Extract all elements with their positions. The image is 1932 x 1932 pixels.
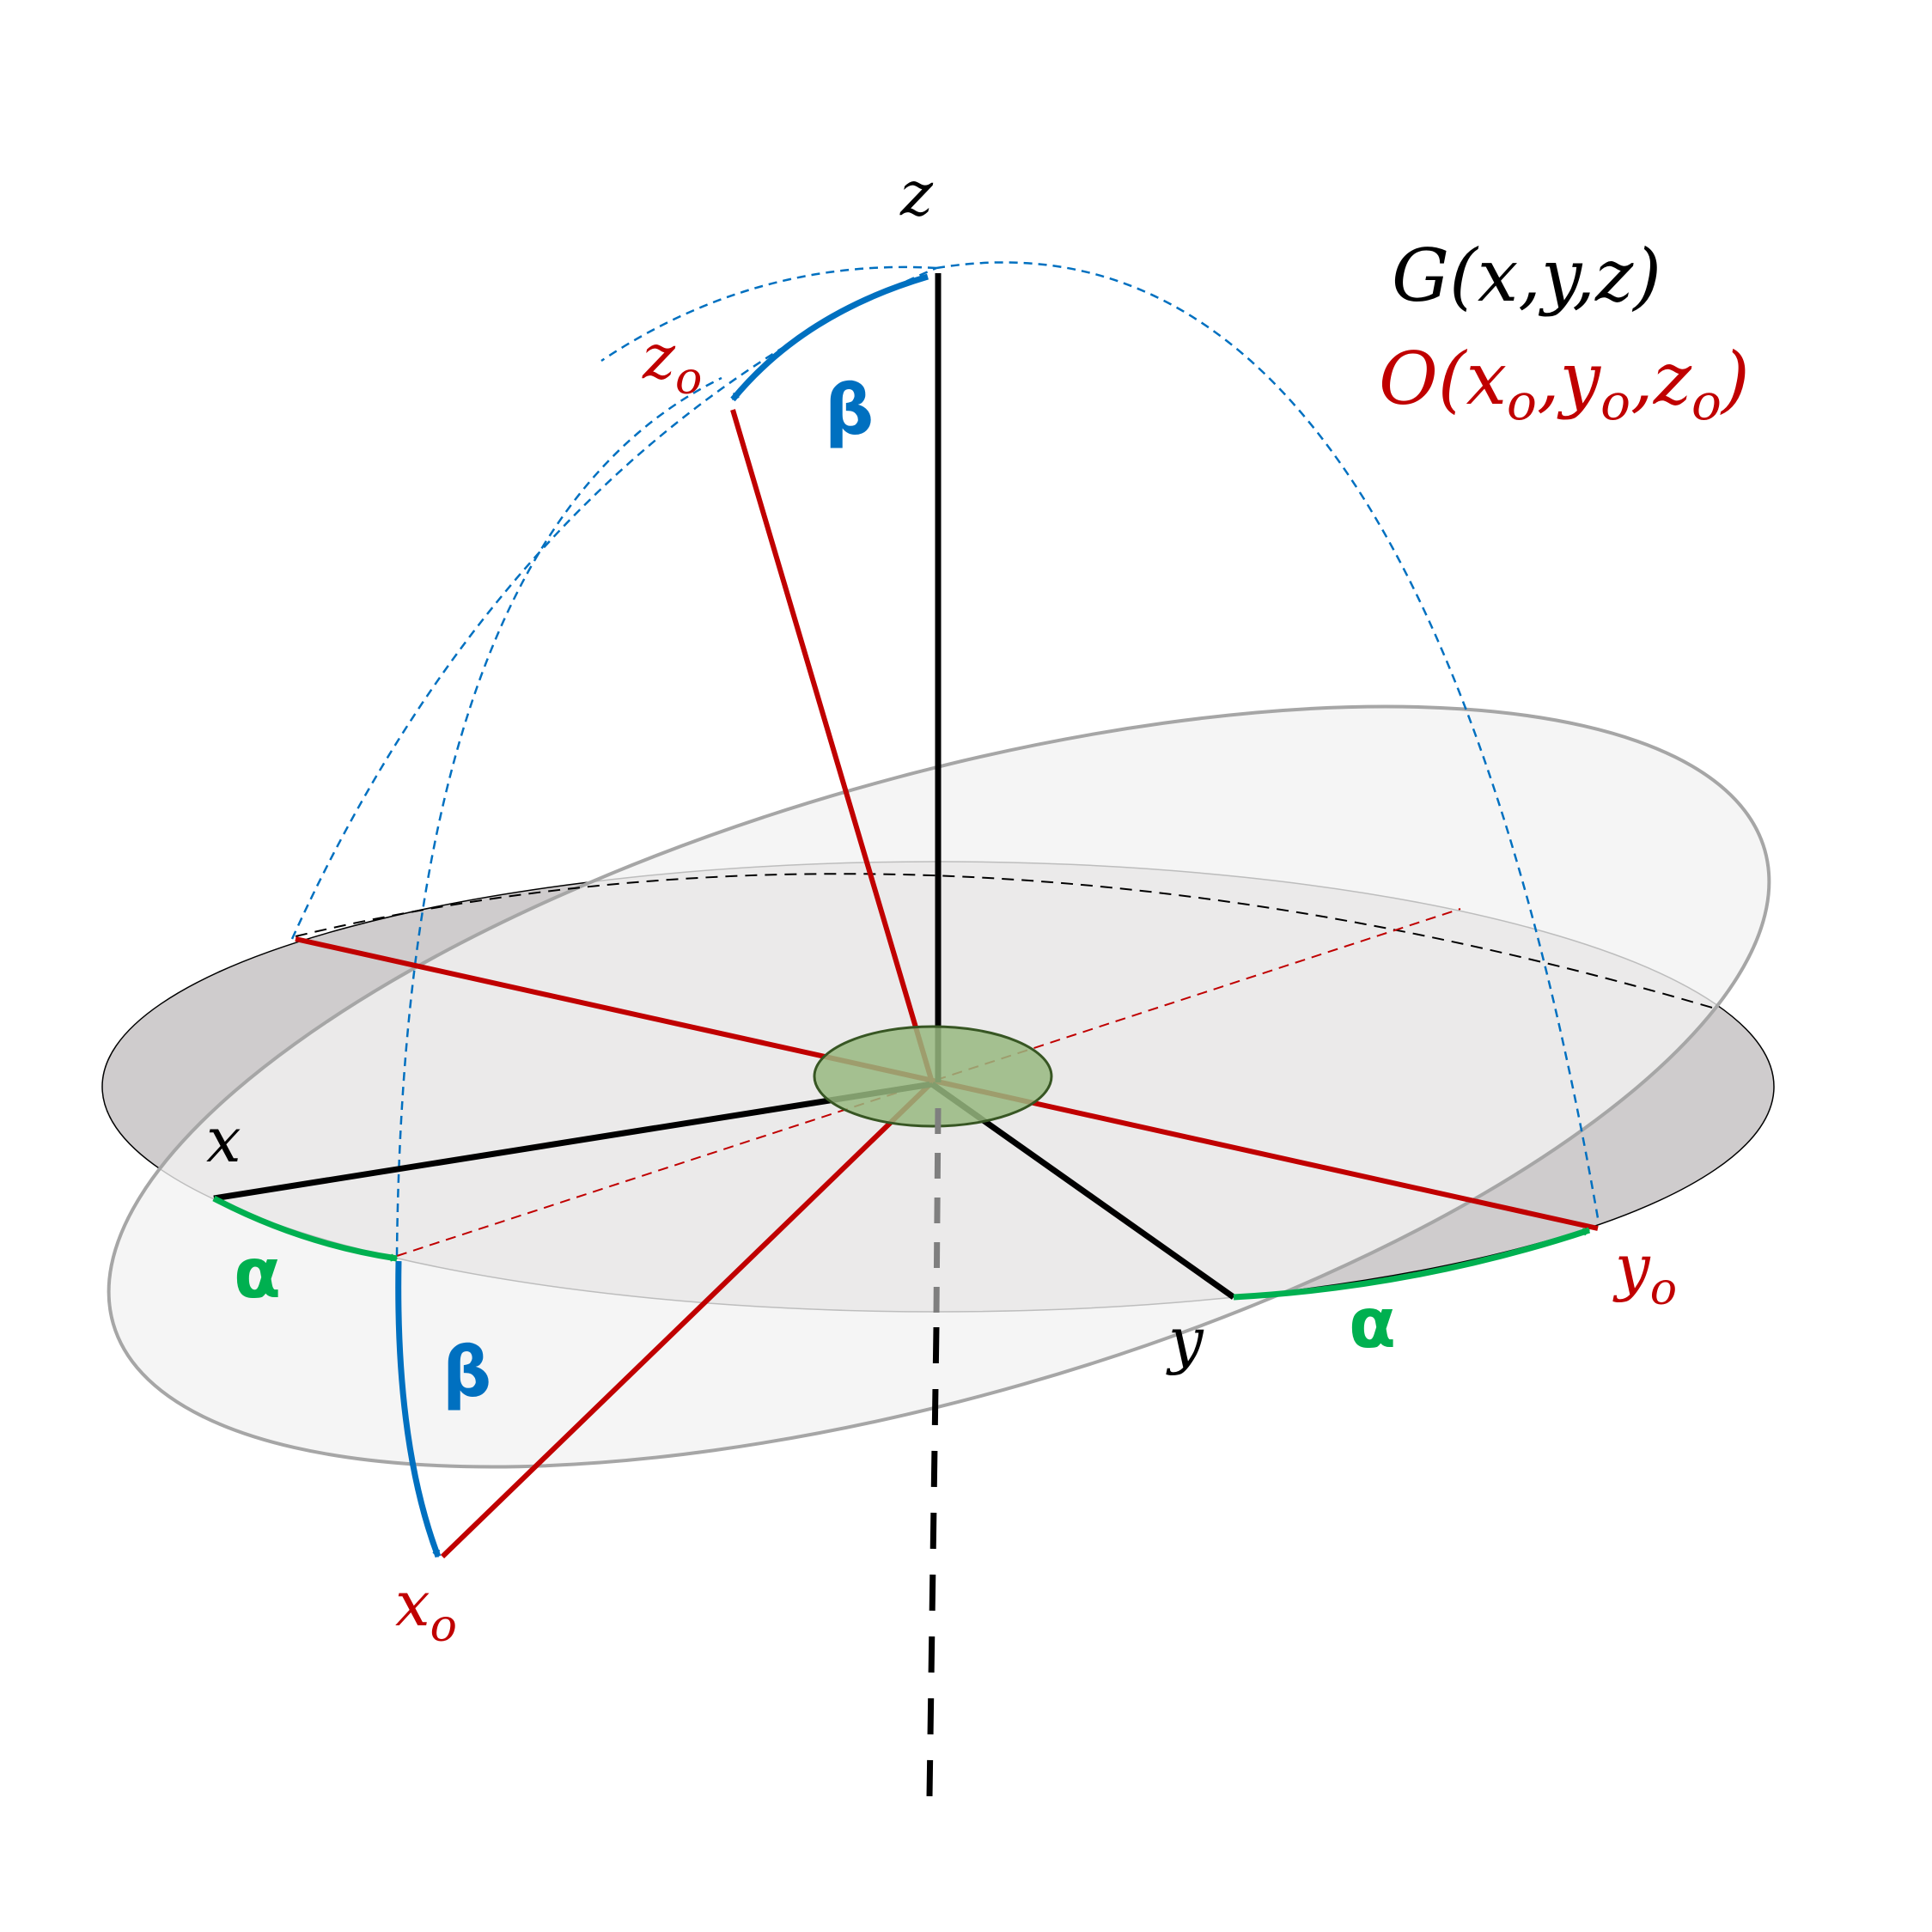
global-axis-z-negative xyxy=(926,1326,940,1798)
label-beta-top: β xyxy=(825,370,874,450)
alpha-arrow-y xyxy=(1233,1227,1591,1301)
object-axis-xo xyxy=(440,1080,935,1559)
label-beta-left: β xyxy=(442,1332,491,1412)
global-axis-z-negative-upper xyxy=(933,1107,942,1317)
beta-arrow-left xyxy=(395,1260,442,1558)
label-zo: zo xyxy=(642,320,702,405)
label-xo: xo xyxy=(395,1568,457,1652)
beta-arrow-top xyxy=(730,273,929,402)
label-z: z xyxy=(899,157,934,229)
center-disk xyxy=(813,1025,1053,1128)
alpha-arrow-x xyxy=(212,1195,398,1262)
meridian-arc-inner xyxy=(395,376,722,1257)
label-x: x xyxy=(206,1104,241,1176)
object-axis-zo xyxy=(730,409,935,1083)
meridian-arc-right xyxy=(936,261,1600,1219)
label-alpha-left: α xyxy=(234,1234,281,1313)
label-yo: yo xyxy=(1612,1231,1677,1315)
meridian-arc-left-upper xyxy=(600,265,937,363)
legend-global-frame: G(x,y,z) xyxy=(1392,234,1661,318)
legend-object-frame: O(xo,yo,zo) xyxy=(1379,337,1750,431)
global-plane-back-arc xyxy=(295,873,1719,1010)
global-axis-x xyxy=(213,1081,933,1202)
label-y: y xyxy=(1166,1304,1204,1376)
label-alpha-right: α xyxy=(1349,1283,1396,1363)
